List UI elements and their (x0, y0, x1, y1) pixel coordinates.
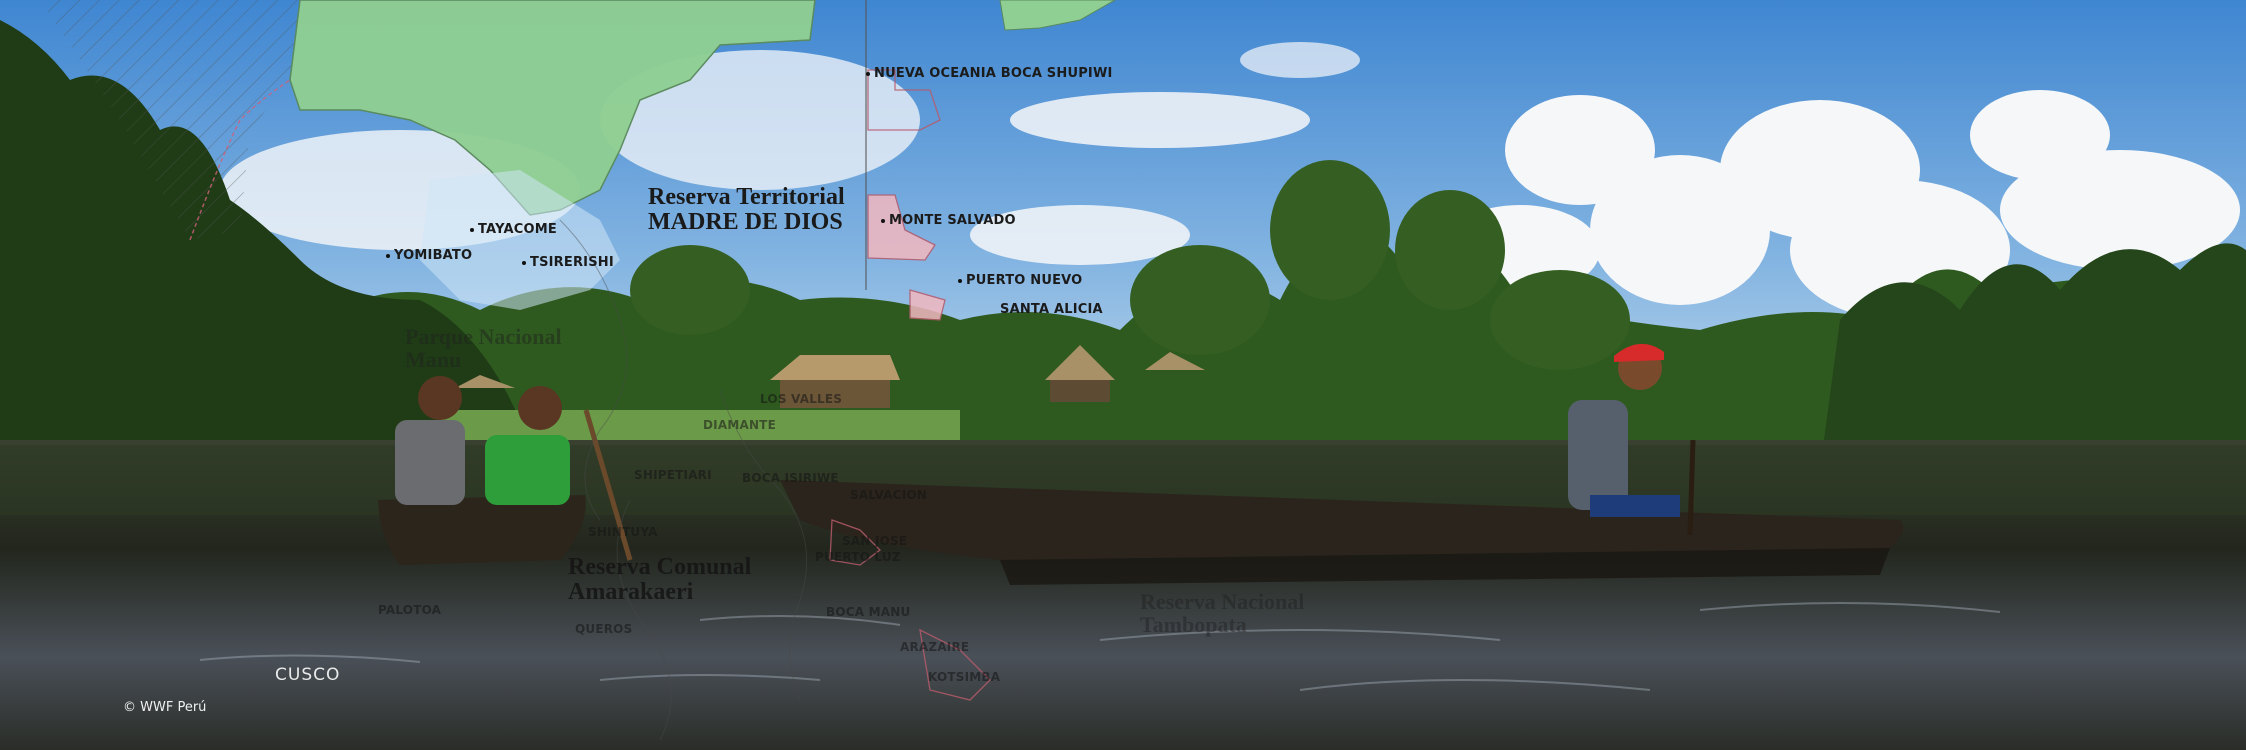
ripples (199, 601, 2001, 691)
right-forest (1820, 243, 2246, 470)
reserve-type: Reserva Nacional (1140, 589, 1305, 614)
place-tayacome: TAYACOME (470, 222, 557, 237)
photo-credit: © WWF Perú (123, 700, 207, 715)
place-puerto-luz: PUERTO LUZ (815, 550, 901, 564)
tree-line (0, 228, 2246, 450)
place-diamante: DIAMANTE (703, 418, 776, 432)
reserve-name: MADRE DE DIOS (648, 209, 843, 236)
paddler-man (1568, 343, 1696, 536)
pale-area (420, 170, 620, 310)
reserve-label-manu: Parque Nacional Manu (405, 325, 562, 371)
place-nueva-oceania: NUEVA OCEANIA BOCA SHUPIWI (866, 66, 1113, 81)
place-shintuya: SHINTUYA (588, 525, 658, 539)
place-monte-salvado: MONTE SALVADO (881, 213, 1016, 228)
reserve-label-madre-de-dios: Reserva Territorial MADRE DE DIOS (648, 184, 845, 236)
place-santa-alicia: SANTA ALICIA (1000, 302, 1103, 317)
place-kotsimba: KOTSIMBA (928, 670, 1001, 684)
children-paddlers (395, 376, 633, 561)
region-label-cusco: CUSCO (275, 665, 341, 685)
place-puerto-nuevo: PUERTO NUEVO (958, 273, 1082, 288)
place-arazaire: ARAZAIRE (900, 640, 970, 654)
reserve-type: Reserva Comunal (568, 554, 752, 580)
reserve-name: Amarakaeri (568, 579, 694, 606)
place-boca-manu: BOCA MANU (826, 605, 911, 619)
reserve-type: Parque Nacional (405, 324, 562, 349)
green-patch (999, 0, 1117, 31)
hatched-zone (40, 0, 320, 240)
place-salvacion: SALVACION (850, 488, 927, 502)
reserve-label-amarakaeri: Reserva Comunal Amarakaeri (568, 554, 752, 606)
reserve-label-tambopata: Reserva Nacional Tambopata (1140, 590, 1304, 636)
reserve-name: Tambopata (1140, 612, 1247, 638)
thatched-hut-icon (455, 345, 1205, 408)
place-yomibato: YOMIBATO (386, 248, 472, 263)
reserve-type: Reserva Territorial (648, 184, 845, 210)
place-san-jose: SAN JOSE (842, 534, 908, 548)
place-boca-isiriwe: BOCA ISIRIWE (742, 471, 839, 485)
place-tsirerishi: TSIRERISHI (522, 255, 614, 270)
large-canoe-icon (780, 480, 1904, 560)
place-queros: QUEROS (575, 622, 633, 636)
madre-de-dios-territory (289, 0, 816, 216)
reserve-name: Manu (405, 347, 462, 373)
place-los-valles: LOS VALLES (760, 392, 843, 406)
place-shipetiari: SHIPETIARI (634, 468, 712, 482)
small-canoe-icon (378, 495, 586, 565)
place-palotoa: PALOTOA (378, 603, 442, 617)
